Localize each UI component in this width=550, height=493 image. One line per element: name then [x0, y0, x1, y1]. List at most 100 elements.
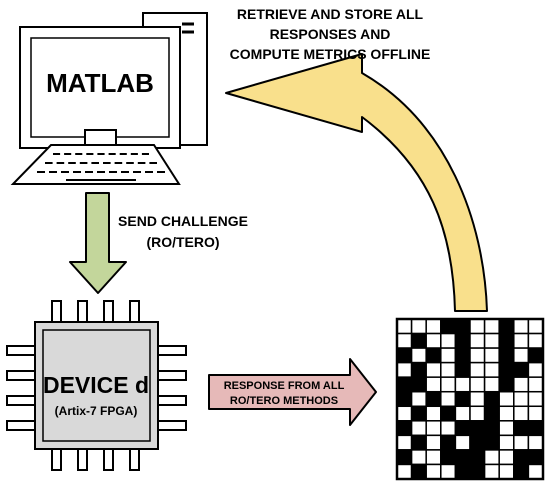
response-label: RESPONSE FROM ALL	[224, 380, 345, 392]
matrix-cell-filled	[396, 390, 413, 408]
chip-pin	[129, 447, 140, 471]
chip-pin	[156, 370, 187, 381]
matrix-cell-empty	[469, 361, 486, 378]
matrix-cell-empty	[469, 405, 486, 422]
matrix-cell-empty	[498, 420, 515, 437]
chip-pin	[156, 395, 187, 406]
matrix-cell-empty	[396, 318, 413, 335]
matrix-cell-empty	[483, 463, 500, 480]
matlab-label: MATLAB	[46, 68, 154, 98]
retrieve-label-line1: RETRIEVE AND STORE ALL	[237, 6, 424, 22]
chip-pin	[103, 447, 114, 471]
matrix-cell-empty	[483, 361, 500, 378]
matrix-cell-filled	[498, 332, 515, 349]
matrix-cell-empty	[513, 390, 530, 408]
matrix-cell-filled	[513, 420, 530, 437]
matrix-cell-empty	[425, 420, 442, 437]
computer-icon: MATLAB	[10, 12, 208, 185]
matrix-cell-filled	[396, 449, 413, 466]
matrix-cell-filled	[396, 420, 413, 437]
matrix-cell-filled	[527, 347, 544, 364]
matrix-cell-empty	[440, 361, 457, 378]
matrix-cell-filled	[440, 434, 457, 451]
chip-pin	[51, 300, 62, 324]
matrix-cell-empty	[440, 347, 457, 364]
matrix-cell-filled	[396, 376, 413, 393]
matrix-cell-empty	[527, 332, 544, 349]
computer-screen	[30, 37, 170, 138]
matrix-cell-empty	[498, 463, 515, 480]
matrix-cell-empty	[410, 390, 427, 408]
matrix-cell-empty	[469, 376, 486, 393]
matrix-cell-empty	[469, 332, 486, 349]
matrix-cell-empty	[483, 318, 500, 335]
retrieve-label-line3: COMPUTE METRICS OFFLINE	[230, 46, 431, 62]
matrix-cell-filled	[454, 420, 471, 437]
fpga-chip: DEVICE d (Artix-7 FPGA)	[6, 300, 187, 471]
matrix-cell-filled	[425, 390, 442, 408]
matrix-cell-empty	[440, 332, 457, 349]
matrix-cell-empty	[440, 390, 457, 408]
matrix-cell-filled	[498, 376, 515, 393]
send-arrow	[69, 192, 127, 294]
matrix-cell-filled	[425, 347, 442, 364]
keyboard-keys	[37, 153, 165, 181]
matrix-cell-empty	[469, 318, 486, 335]
matrix-cell-empty	[396, 361, 413, 378]
matrix-cell-filled	[440, 405, 457, 422]
matrix-cell-empty	[425, 376, 442, 393]
response-matrix	[395, 317, 545, 481]
retrieve-label-line2: RESPONSES AND	[270, 26, 391, 42]
chip-pin	[156, 420, 187, 431]
matrix-cell-filled	[440, 449, 457, 466]
matrix-cell-filled	[410, 405, 427, 422]
retrieve-arrow	[225, 53, 488, 312]
matrix-cell-filled	[513, 463, 530, 480]
keyboard	[10, 144, 181, 185]
send-challenge-methods-label: (RO/TERO)	[146, 234, 219, 250]
matrix-cell-empty	[454, 376, 471, 393]
matrix-cell-empty	[527, 376, 544, 393]
matrix-cell-empty	[483, 347, 500, 364]
matrix-cell-filled	[410, 434, 427, 451]
matrix-cell-empty	[396, 332, 413, 349]
matrix-cell-filled	[454, 332, 471, 349]
device-model-label: (Artix-7 FPGA)	[55, 404, 138, 418]
matrix-cell-filled	[527, 449, 544, 466]
matrix-cell-empty	[454, 405, 471, 422]
matrix-cell-filled	[410, 463, 427, 480]
matrix-cell-empty	[425, 434, 442, 451]
matrix-cell-filled	[469, 449, 486, 466]
chip-pin	[103, 300, 114, 324]
matrix-cell-empty	[396, 463, 413, 480]
matrix-cell-filled	[454, 390, 471, 408]
matrix-cell-empty	[483, 376, 500, 393]
matrix-cell-empty	[498, 434, 515, 451]
matrix-cell-filled	[454, 463, 471, 480]
matrix-cell-filled	[454, 449, 471, 466]
matrix-cell-empty	[469, 390, 486, 408]
matrix-cell-empty	[498, 449, 515, 466]
matrix-cell-filled	[483, 390, 500, 408]
matrix-cell-empty	[410, 449, 427, 466]
device-label: DEVICE d	[43, 372, 149, 398]
matrix-cell-filled	[527, 420, 544, 437]
matrix-cell-filled	[454, 318, 471, 335]
matrix-cell-empty	[454, 434, 471, 451]
matrix-cell-empty	[440, 463, 457, 480]
chip-pin	[156, 345, 187, 356]
chip-pin	[6, 395, 37, 406]
matrix-cell-empty	[513, 318, 530, 335]
matrix-cell-empty	[396, 434, 413, 451]
chip-pin	[6, 345, 37, 356]
matrix-cell-empty	[440, 420, 457, 437]
matrix-cell-empty	[483, 332, 500, 349]
matrix-cell-filled	[469, 434, 486, 451]
matrix-cell-empty	[425, 463, 442, 480]
matrix-cell-empty	[527, 434, 544, 451]
response-methods-label: RO/TERO METHODS	[230, 395, 338, 407]
matrix-cell-empty	[498, 390, 515, 408]
matrix-cell-filled	[410, 332, 427, 349]
matrix-cell-empty	[425, 361, 442, 378]
